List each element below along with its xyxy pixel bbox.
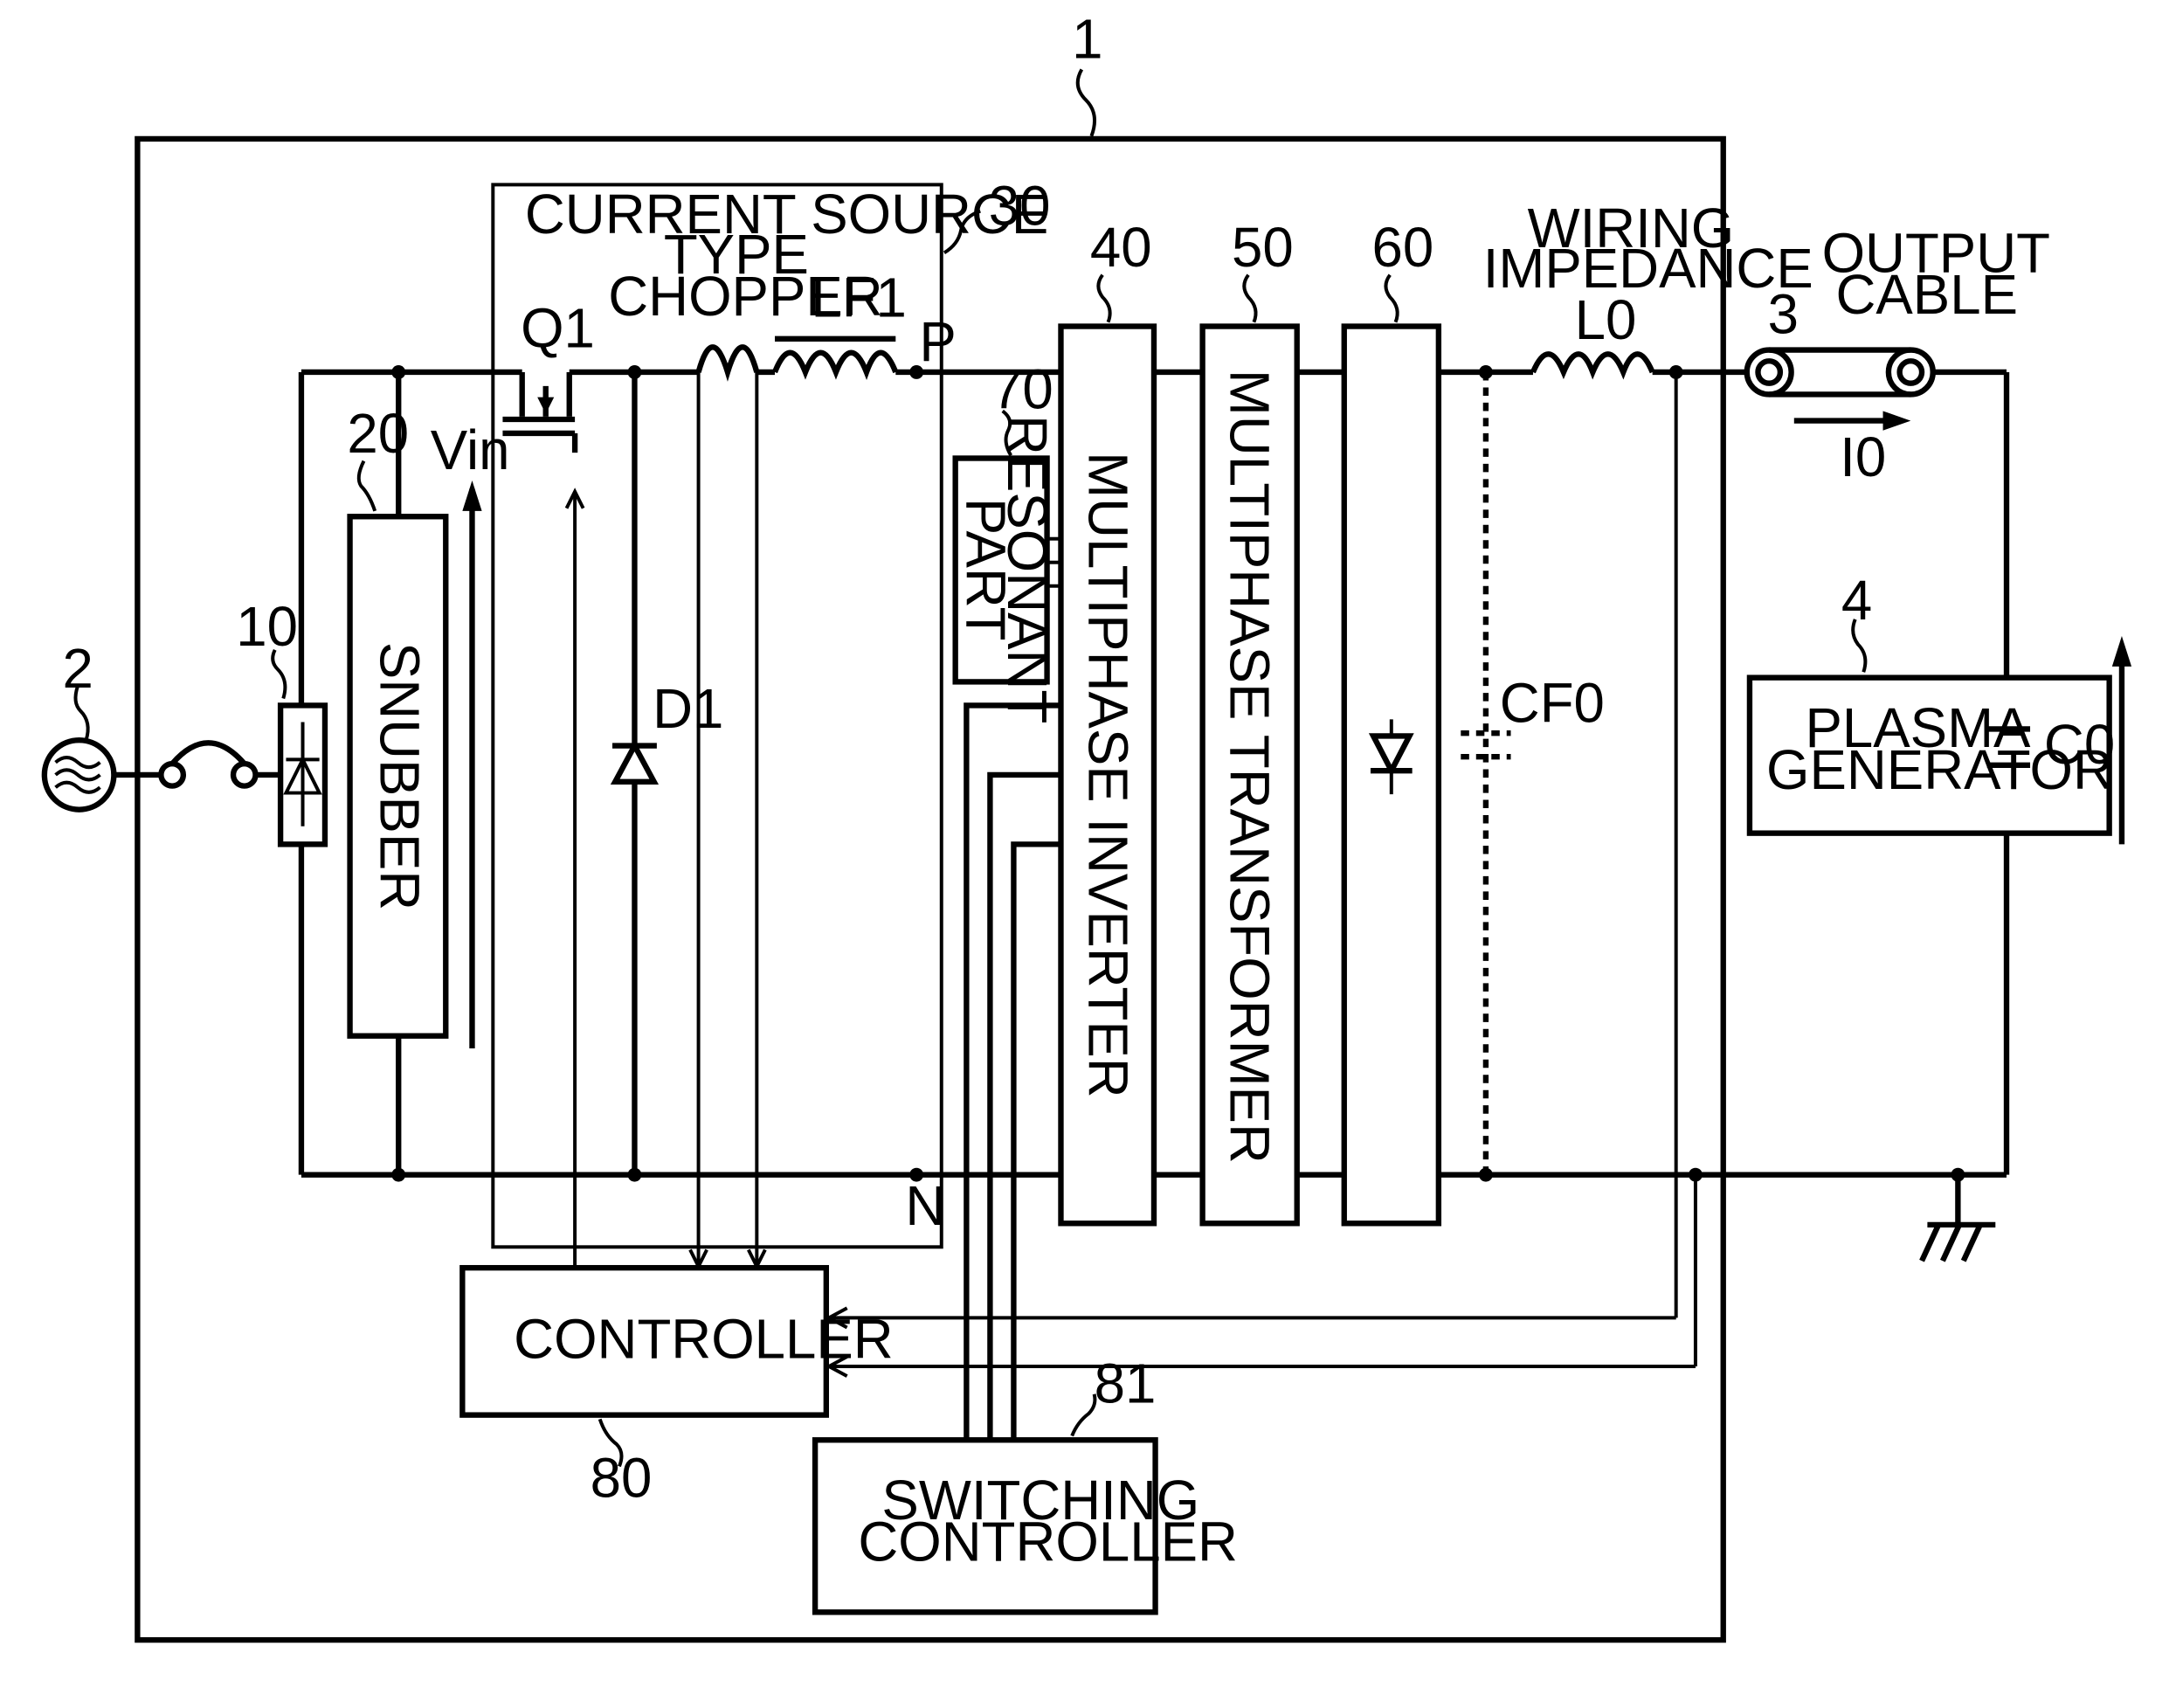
ref-output-cable: 3 <box>1768 283 1799 345</box>
cf0-symbol: CF0 <box>1500 673 1605 735</box>
cable-end-left <box>1747 350 1792 395</box>
c0-symbol: C0 <box>2044 714 2115 776</box>
vin-symbol: Vin <box>431 419 510 481</box>
l0-symbol: L0 <box>1575 289 1637 351</box>
n-node-symbol: N <box>905 1175 945 1237</box>
ref-plasma-generator: 4 <box>1841 570 1872 632</box>
ref-inverter: 40 <box>1090 217 1152 279</box>
cable-end-right <box>1889 350 1933 395</box>
transformer-label: MULTIPHASE TRANSFORMER <box>1218 370 1280 1164</box>
ref-controller: 80 <box>591 1447 653 1509</box>
wiring-label-line2: IMPEDANCE <box>1483 238 1813 300</box>
snubber-label: SNUBBER <box>369 642 431 910</box>
p-node-symbol: P <box>919 311 956 373</box>
ref-snubber: 20 <box>347 403 409 465</box>
ref-switching-controller: 81 <box>1095 1352 1157 1414</box>
resonant-label-line2: PART <box>954 498 1016 641</box>
ref-output-rectifier: 60 <box>1372 217 1434 279</box>
d1-symbol: D1 <box>653 678 723 740</box>
inverter-label: MULTIPHASE INVERTER <box>1076 452 1138 1097</box>
cable-label-line2: CABLE <box>1835 264 2018 326</box>
ref-power-supply: 1 <box>1072 9 1102 71</box>
q1-symbol: Q1 <box>521 297 595 359</box>
ref-transformer: 50 <box>1232 217 1294 279</box>
lf1-symbol: LF1 <box>811 266 907 328</box>
ref-resonant-part: 70 <box>991 358 1053 420</box>
switching-label-line2: CONTROLLER <box>858 1511 1238 1573</box>
i0-symbol: I0 <box>1840 426 1886 488</box>
ref-rectifier: 10 <box>236 596 298 658</box>
ref-ac-source: 2 <box>63 638 93 700</box>
